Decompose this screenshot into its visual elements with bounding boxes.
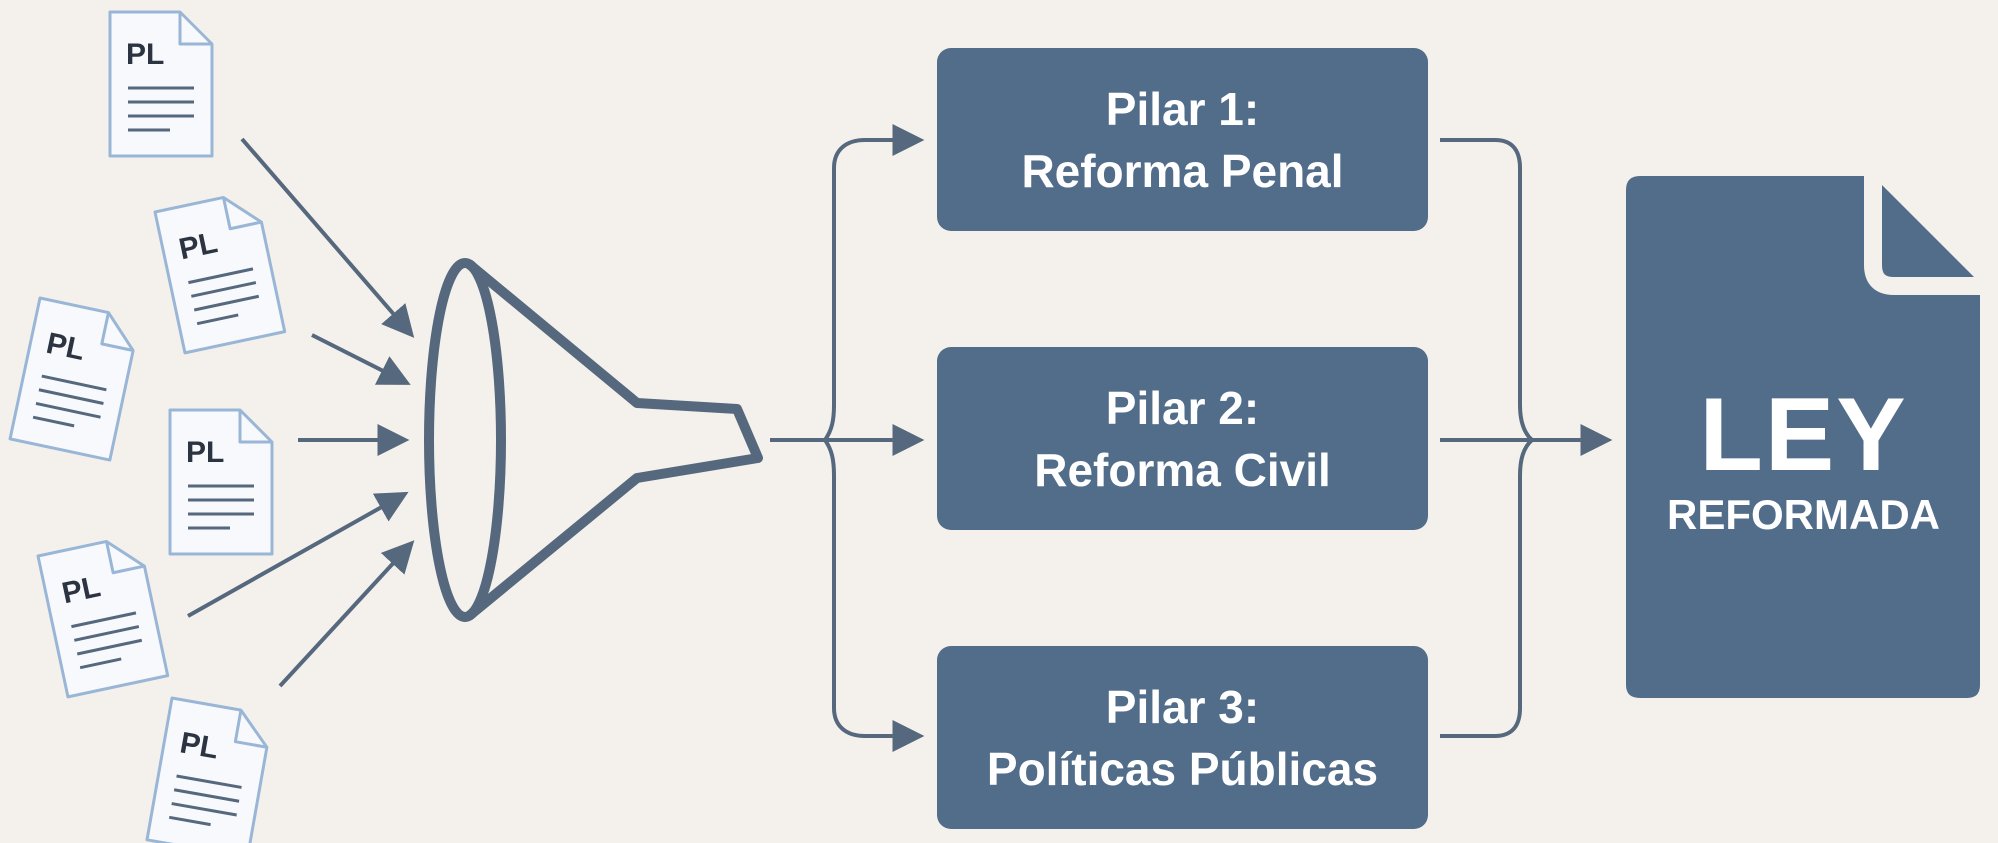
document-icon: PL — [145, 696, 269, 843]
document-label: PL — [126, 38, 164, 71]
arrow-icon — [240, 137, 415, 338]
pillar-3-box: Pilar 3: Políticas Públicas — [937, 646, 1428, 829]
pillar-2-subtitle: Reforma Civil — [1034, 443, 1331, 496]
document-icon: PL — [36, 539, 170, 699]
document-icon: PL — [8, 296, 135, 462]
document-label: PL — [59, 570, 103, 610]
document-icon: PL — [108, 10, 214, 158]
arrow-icon — [187, 491, 409, 618]
result-subtitle: REFORMADA — [1667, 491, 1940, 538]
fan-out-connector — [770, 124, 925, 752]
pillar-2-box: Pilar 2: Reforma Civil — [937, 347, 1428, 530]
document-label: PL — [186, 436, 224, 469]
document-label: PL — [43, 327, 87, 367]
pillar-1-title: Pilar 1: — [1105, 82, 1260, 135]
reformed-law-document — [1626, 176, 1980, 698]
pillar-1-subtitle: Reforma Penal — [1021, 144, 1344, 197]
pillar-3-subtitle: Políticas Públicas — [986, 742, 1379, 795]
funnel-icon — [424, 258, 763, 622]
document-icon: PL — [168, 408, 274, 556]
document-icon: PL — [153, 195, 287, 355]
document-label: PL — [176, 226, 220, 266]
fan-in-connector — [1440, 138, 1613, 738]
result-title: LEY — [1699, 377, 1908, 493]
arrow-icon — [311, 333, 411, 385]
pillar-2-title: Pilar 2: — [1105, 381, 1260, 434]
document-label: PL — [178, 726, 221, 765]
pillar-1-box: Pilar 1: Reforma Penal — [937, 48, 1428, 231]
pillar-3-title: Pilar 3: — [1105, 680, 1260, 733]
arrow-icon — [278, 540, 415, 688]
